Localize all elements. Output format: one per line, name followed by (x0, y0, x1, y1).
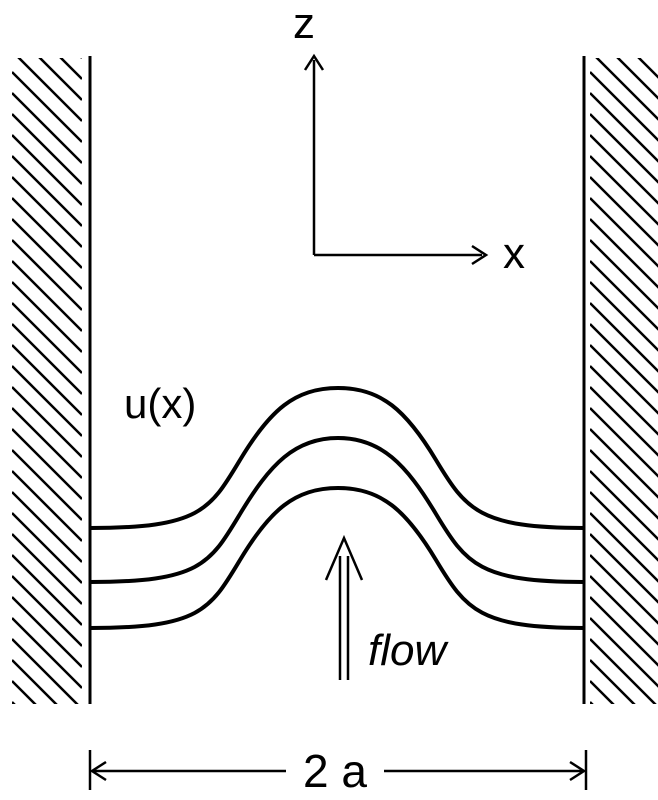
width-arrowhead-right (569, 760, 587, 782)
left-wall-hatch-line (17, 58, 82, 122)
right-wall-hatch-line (590, 281, 658, 352)
right-wall-hatch (590, 0, 658, 793)
left-wall-hatch-line (12, 281, 82, 353)
coordinate-axes: z x (293, 0, 525, 278)
right-wall-hatch-line (590, 260, 658, 331)
left-wall-hatch-line (12, 512, 82, 584)
left-wall-hatch (12, 58, 82, 793)
left-wall-hatch-line (12, 533, 82, 605)
x-axis-label: x (503, 229, 525, 278)
left-wall-hatch-line (12, 323, 82, 395)
left-wall-hatch-line (80, 58, 82, 59)
right-wall-hatch-line (590, 617, 658, 688)
left-wall-hatch-line (12, 449, 82, 521)
right-wall-hatch-line (590, 638, 657, 704)
left-wall-hatch-line (59, 58, 82, 80)
left-wall-hatch-line (12, 302, 82, 374)
left-wall-hatch-line (12, 134, 82, 206)
profile-curve-2 (89, 435, 585, 584)
right-wall-hatch-line (590, 659, 636, 704)
left-wall-hatch-line (12, 176, 82, 248)
z-axis-arrowhead (303, 53, 325, 71)
right-wall-hatch-line (590, 386, 658, 457)
right-wall-hatch-line (616, 58, 658, 100)
right-wall-hatch-line (590, 155, 658, 226)
flow-arrow (324, 534, 364, 680)
left-wall-hatch-line (12, 638, 79, 704)
left-wall-hatch-line (12, 344, 82, 416)
x-axis-arrowhead (471, 244, 489, 266)
left-wall-hatch-line (12, 92, 82, 164)
right-wall-hatch-line (595, 58, 658, 121)
left-wall-hatch-line (12, 218, 82, 290)
width-label: 2 a (303, 745, 367, 797)
right-wall-hatch-line (590, 0, 658, 58)
left-wall-hatch-line (12, 554, 82, 626)
right-wall-hatch-line (590, 680, 615, 704)
right-wall-hatch-line (590, 428, 658, 499)
flow-arrow-head (324, 534, 364, 581)
right-wall-hatch-line (590, 701, 594, 704)
left-wall-hatch-line (12, 491, 82, 563)
right-wall-hatch-line (590, 71, 658, 142)
left-wall-hatch-line (12, 680, 37, 704)
right-wall-hatch-line (590, 365, 658, 436)
left-wall-hatch-line (12, 723, 82, 793)
right-wall-hatch-line (590, 218, 658, 289)
right-wall-hatch-line (590, 512, 658, 583)
profile-label: u(x) (124, 380, 196, 427)
right-wall-hatch-line (590, 302, 658, 373)
right-wall-hatch-line (637, 58, 658, 79)
left-wall-hatch-line (12, 596, 82, 668)
profile-curve-3 (89, 485, 585, 630)
profile-curve-1 (89, 385, 585, 530)
right-wall-hatch-line (590, 407, 658, 478)
right-wall-hatch-line (590, 239, 658, 310)
left-wall-hatch-line (12, 71, 82, 143)
right-wall-hatch-line (590, 470, 658, 541)
right-wall-hatch-line (590, 113, 658, 184)
right-wall-hatch-line (590, 176, 658, 247)
right-wall-hatch-line (590, 723, 658, 793)
left-wall-hatch-line (12, 239, 82, 311)
flow-label: flow (368, 626, 449, 675)
left-wall-hatch-line (12, 260, 82, 332)
right-wall-hatch-line (590, 197, 658, 268)
right-wall-hatch-line (590, 596, 658, 667)
left-wall-hatch-line (12, 197, 82, 269)
width-arrowhead-left (89, 760, 107, 782)
left-wall-hatch-line (12, 428, 82, 500)
left-wall-hatch-line (12, 407, 82, 479)
left-wall-hatch-line (38, 58, 82, 101)
left-wall-hatch-line (12, 386, 82, 458)
right-wall-hatch-line (590, 533, 658, 604)
right-wall-hatch-line (590, 92, 658, 163)
right-wall-hatch-line (590, 554, 658, 625)
left-wall-hatch-line (12, 701, 16, 704)
left-wall-hatch-line (12, 617, 82, 689)
velocity-profile-curves (89, 385, 585, 630)
left-wall-hatch-line (12, 113, 82, 185)
right-wall-hatch-line (590, 323, 658, 394)
right-wall-hatch-line (590, 344, 658, 415)
right-wall-hatch-line (590, 134, 658, 205)
left-wall-hatch-line (12, 575, 82, 647)
right-wall-hatch-line (590, 449, 658, 520)
right-wall-hatch-line (590, 575, 658, 646)
width-dimension (88, 750, 588, 790)
left-wall-hatch-line (12, 365, 82, 437)
z-axis-label: z (293, 0, 315, 48)
left-wall-hatch-line (12, 155, 82, 227)
left-wall-hatch-line (12, 659, 58, 704)
right-wall-hatch-line (590, 491, 658, 562)
left-wall-hatch-line (12, 470, 82, 542)
